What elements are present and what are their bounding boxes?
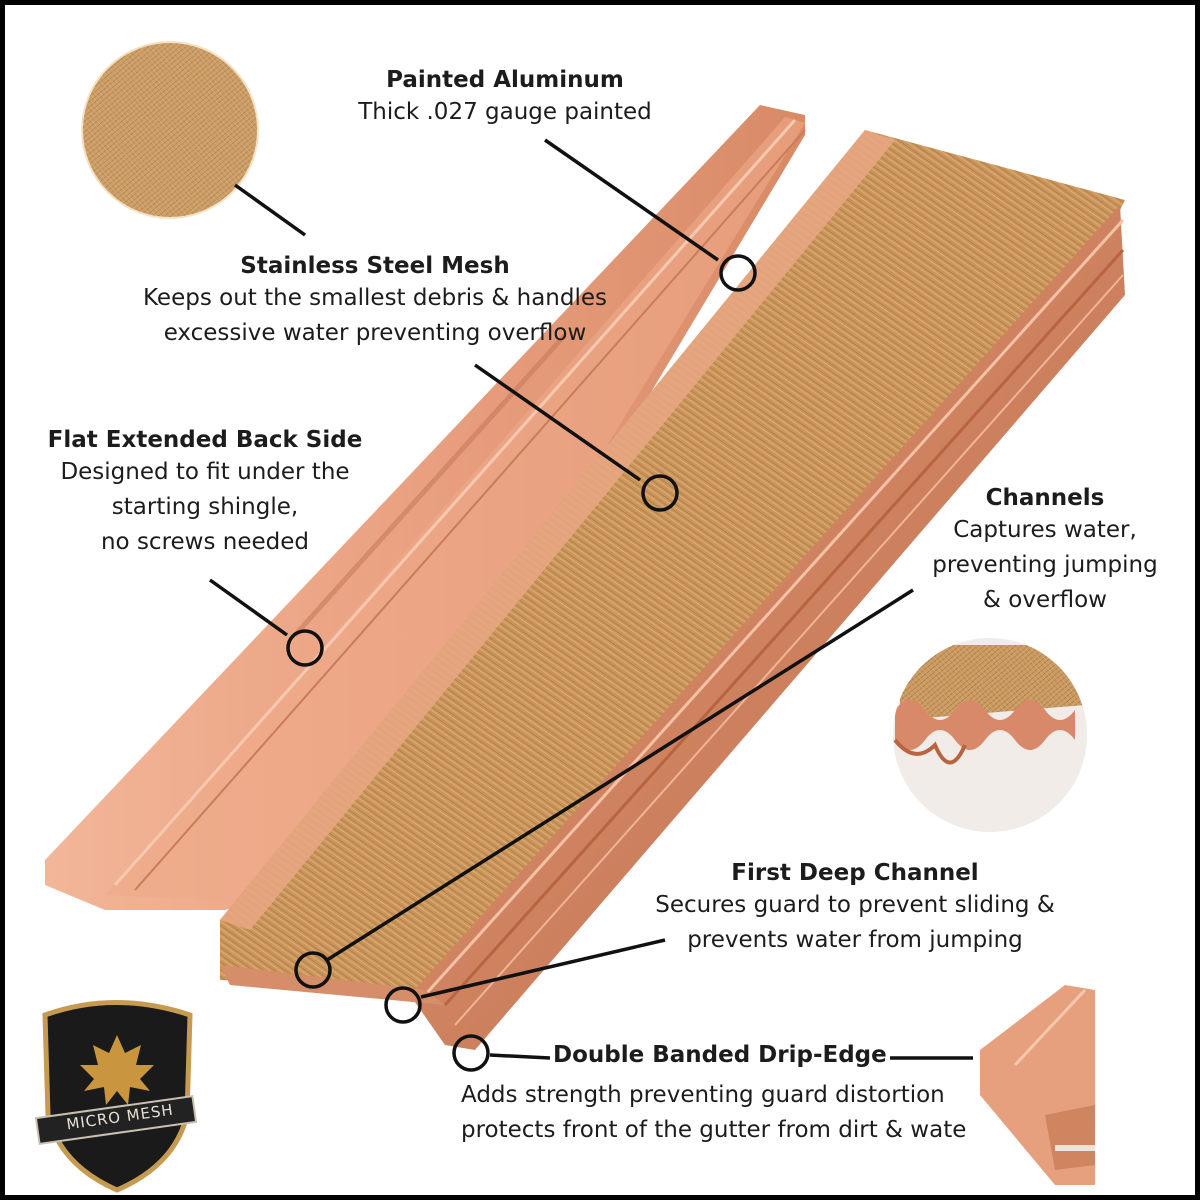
channel-closeup-image (893, 638, 1087, 832)
drip-edge-closeup-image (980, 985, 1095, 1185)
channels-callout: Channels Captures water, preventing jump… (905, 483, 1185, 618)
drip-edge-title: Double Banded Drip-Edge (553, 1042, 887, 1068)
painted-aluminum-callout: Painted Aluminum Thick .027 gauge painte… (335, 65, 675, 130)
first-deep-channel-callout: First Deep Channel Secures guard to prev… (635, 858, 1075, 958)
product-diagram: Painted Aluminum Thick .027 gauge painte… (5, 5, 1195, 1195)
channels-title: Channels (985, 485, 1105, 511)
channels-body: Captures water, preventing jumping & ove… (932, 517, 1158, 613)
stainless-mesh-title: Stainless Steel Mesh (240, 253, 510, 279)
flat-back-callout: Flat Extended Back Side Designed to fit … (35, 425, 375, 560)
stainless-mesh-callout: Stainless Steel Mesh Keeps out the small… (125, 251, 625, 351)
flat-back-body: Designed to fit under the starting shing… (60, 459, 350, 555)
back-panel-shape (45, 105, 806, 910)
gutter-guard-illustration (34, 41, 1125, 1193)
first-deep-channel-body: Secures guard to prevent sliding & preve… (655, 892, 1055, 953)
painted-aluminum-body: Thick .027 gauge painted (358, 99, 652, 125)
stainless-mesh-body: Keeps out the smallest debris & handles … (143, 285, 607, 346)
first-deep-channel-title: First Deep Channel (731, 860, 979, 886)
micro-mesh-logo (34, 1000, 198, 1193)
mesh-closeup-image (81, 41, 259, 219)
flat-back-title: Flat Extended Back Side (47, 427, 363, 453)
painted-aluminum-title: Painted Aluminum (386, 67, 624, 93)
drip-edge-body: Adds strength preventing guard distortio… (461, 1082, 966, 1143)
leader-lines (208, 138, 973, 1072)
mesh-band-shape (220, 130, 1125, 990)
